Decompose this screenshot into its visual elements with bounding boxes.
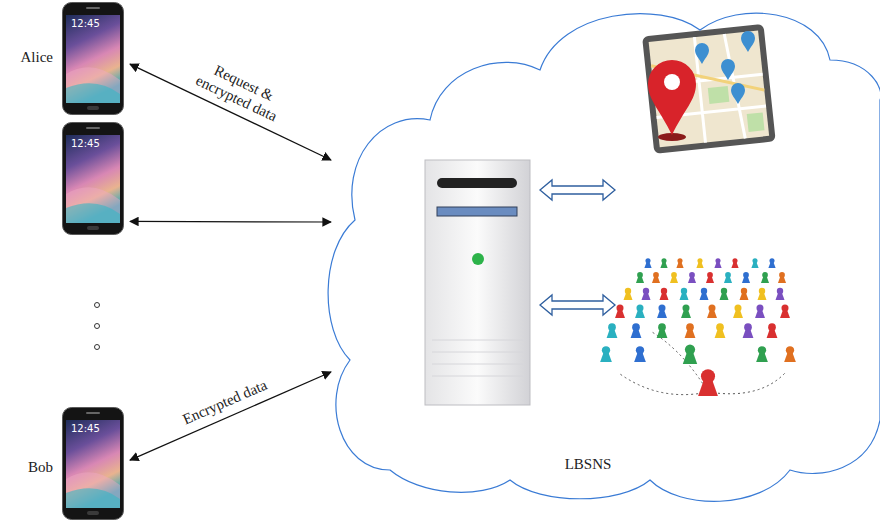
edge-label: Encrypted data <box>166 371 283 435</box>
user-name: Alice <box>21 49 53 66</box>
ellipsis-dots <box>95 303 100 350</box>
screen-clock: 12:45 <box>71 138 100 149</box>
map-icon <box>642 24 776 154</box>
screen-clock: 12:45 <box>71 423 100 434</box>
cloud-region: LBSNS <box>335 5 880 500</box>
data-arrow <box>130 221 331 223</box>
phone-icon: 12:45 <box>62 122 124 235</box>
data-arrow <box>130 64 331 160</box>
cloud-outline <box>335 5 880 500</box>
screen-clock: 12:45 <box>71 18 100 29</box>
system-label: LBSNS <box>565 456 612 473</box>
data-arrow <box>130 372 331 460</box>
server <box>425 160 530 405</box>
edge-label: Request & encrypted data <box>179 50 302 132</box>
user-name: Bob <box>28 459 53 476</box>
social-network <box>600 258 796 396</box>
double-arrow <box>540 180 615 315</box>
phone-icon: Alice12:45 <box>62 2 124 115</box>
phone-icon: Bob12:45 <box>62 407 124 520</box>
